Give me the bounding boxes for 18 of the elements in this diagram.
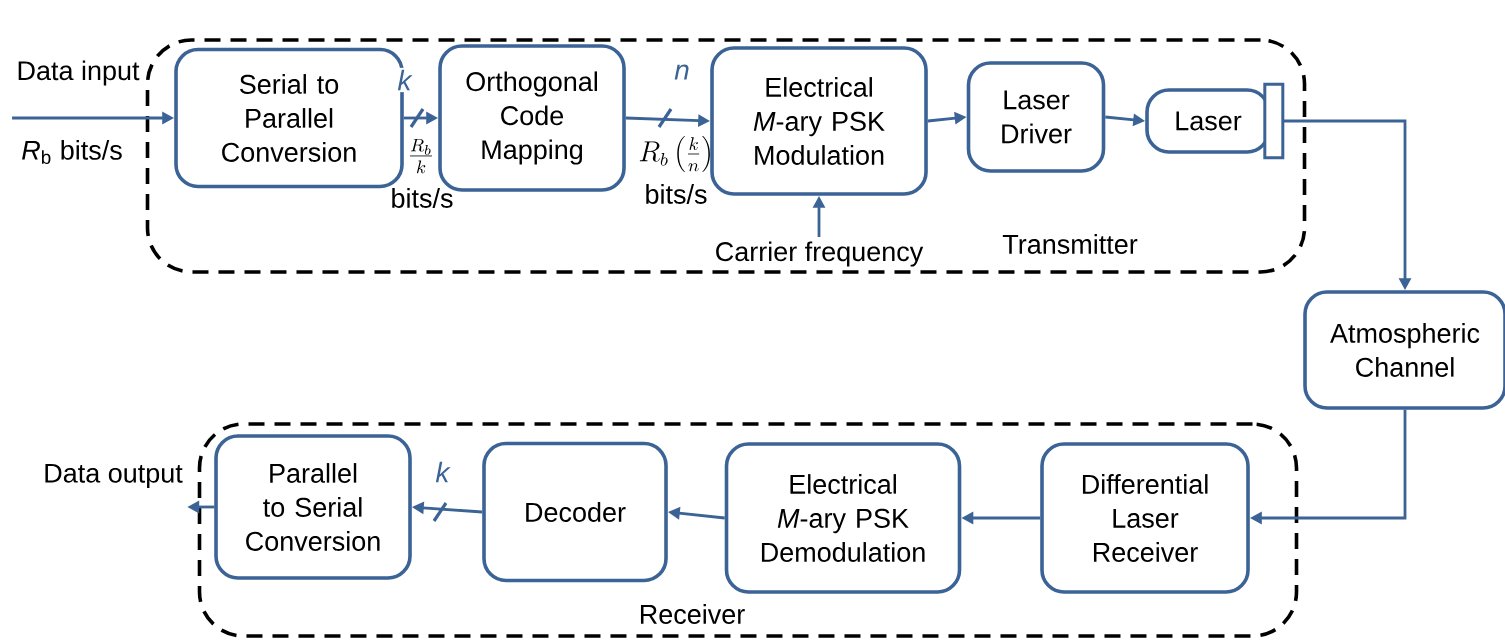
process-box: Decoder (482, 441, 668, 583)
edge-label: n (672, 62, 692, 82)
process-box: Parallel to Serial Conversion (214, 434, 412, 580)
process-box: Laser Driver (966, 61, 1106, 173)
text-label: Data output (45, 463, 183, 489)
edge-label: k (433, 459, 453, 485)
rate-formula: $R_b\left(\frac{k}{n}\right)$ (639, 136, 710, 172)
rate-formula: $\frac{R_b}{k}$ (410, 138, 432, 174)
process-box: Electrical M-ary PSK Demodulation (724, 442, 962, 594)
text-label: R$_{b}$ bits/s (22, 139, 122, 165)
text-label: Data input (18, 60, 140, 86)
text-label: Carrier frequency (716, 241, 924, 267)
process-box: Electrical M-ary PSK Modulation (710, 46, 928, 196)
process-box: Atmospheric Channel (1303, 290, 1505, 410)
edge-label: k (395, 67, 415, 93)
laser-box: Laser (1145, 82, 1285, 160)
text-label: bits/s (646, 184, 707, 204)
process-box: Differential Laser Receiver (1040, 442, 1250, 594)
